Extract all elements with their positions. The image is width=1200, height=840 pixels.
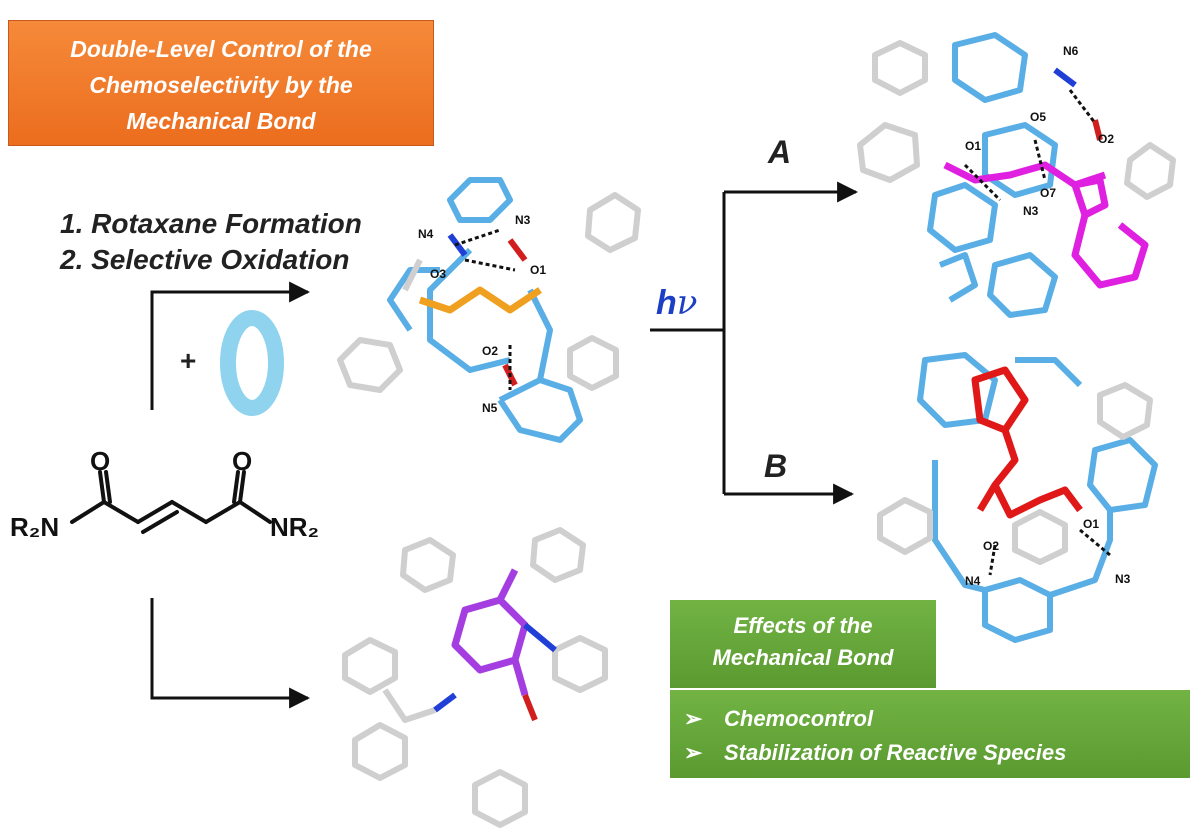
atom-label: O2 <box>482 344 498 358</box>
product-b-structure: O2 O1 N4 N3 <box>877 352 1158 643</box>
atom-label: N6 <box>1063 44 1079 58</box>
rotaxane-structure: N4 N3 O3 O1 O2 N5 <box>337 177 641 443</box>
route-a-label: A <box>768 134 792 170</box>
atom-label: O2 <box>983 539 999 553</box>
step-1: 1. Rotaxane Formation <box>60 208 362 239</box>
direct-oxidation-structure <box>342 527 608 828</box>
atom-label: N3 <box>1115 572 1131 586</box>
title-line-3: Mechanical Bond <box>126 108 316 134</box>
oxygen-left-label: O <box>90 446 111 476</box>
effects-heading-line-1: Effects of the <box>733 613 873 638</box>
reaction-steps: 1. Rotaxane Formation 2. Selective Oxida… <box>60 206 362 278</box>
atom-label: O2 <box>1098 132 1114 146</box>
amine-left-label: R₂N <box>10 512 60 542</box>
macrocycle-ring-icon <box>220 310 284 416</box>
oxygen-right-label: O <box>232 446 253 476</box>
atom-label: O1 <box>965 139 981 153</box>
hv-nu: ν <box>676 283 698 323</box>
title-line-2: Chemoselectivity by the <box>89 72 353 98</box>
atom-label: N5 <box>482 401 498 415</box>
title-box: Double-Level Control of the Chemoselecti… <box>8 20 434 146</box>
list-item: ➢ Stabilization of Reactive Species <box>684 736 1190 770</box>
effect-item-text: Chemocontrol <box>724 706 874 731</box>
step-2: 2. Selective Oxidation <box>60 244 350 275</box>
atom-label: O1 <box>1083 517 1099 531</box>
atom-label: N4 <box>965 574 981 588</box>
reactant-structure <box>70 470 272 534</box>
amine-right-label: NR₂ <box>270 512 320 542</box>
arrow-bullet-icon: ➢ <box>684 740 703 765</box>
effect-item-text: Stabilization of Reactive Species <box>724 740 1067 765</box>
atom-label: O3 <box>430 267 446 281</box>
atom-label: N4 <box>418 227 434 241</box>
route-b-label: B <box>764 448 788 484</box>
effects-list: ➢ Chemocontrol ➢ Stabilization of Reactive… <box>670 690 1190 778</box>
atom-label: N3 <box>515 213 531 227</box>
atom-label: N3 <box>1023 204 1039 218</box>
photo-irradiation-label: hν <box>656 283 697 323</box>
list-item: ➢ Chemocontrol <box>684 702 1190 736</box>
product-a-structure: N6 O5 O2 O1 O7 N3 <box>857 32 1176 318</box>
arrow-bullet-icon: ➢ <box>684 706 703 731</box>
atom-label: O1 <box>530 263 546 277</box>
arrow-direct <box>150 598 311 709</box>
hv-h: h <box>656 284 677 322</box>
effects-heading-box: Effects of the Mechanical Bond <box>670 600 936 688</box>
arrow-rotaxane <box>150 281 311 410</box>
effects-heading-line-2: Mechanical Bond <box>712 645 894 670</box>
atom-label: O7 <box>1040 186 1056 200</box>
plus-sign: + <box>180 345 197 376</box>
atom-label: O5 <box>1030 110 1046 124</box>
title-line-1: Double-Level Control of the <box>70 36 372 62</box>
